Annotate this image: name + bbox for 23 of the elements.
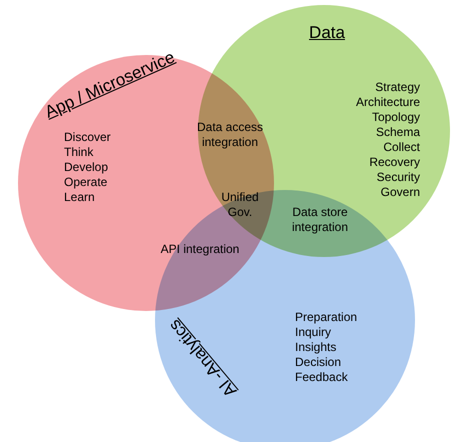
list-item: Schema [376,125,420,140]
list-item: Collect [383,140,420,155]
overlap-label: Data access integration [196,120,264,150]
list-item: Operate [64,175,108,190]
overlap-label: Unified Gov. [220,190,260,220]
list-item: Think [64,145,94,160]
list-item: Govern [380,185,420,200]
list-item: Decision [295,355,342,370]
list-item: Topology [372,110,420,125]
list-item: Strategy [375,80,420,95]
circle-heading: Data [309,23,345,43]
list-item: Insights [295,340,336,355]
list-item: Security [376,170,420,185]
list-item: Recovery [369,155,420,170]
list-item: Feedback [295,370,348,385]
overlap-label: Data store integration [290,205,350,235]
list-item: Architecture [356,95,420,110]
list-item: Discover [64,130,111,145]
list-item: Develop [64,160,108,175]
list-item: Learn [64,190,95,205]
list-item: Preparation [295,310,358,325]
list-item: Inquiry [295,325,332,340]
overlap-label: API integration [160,242,240,257]
